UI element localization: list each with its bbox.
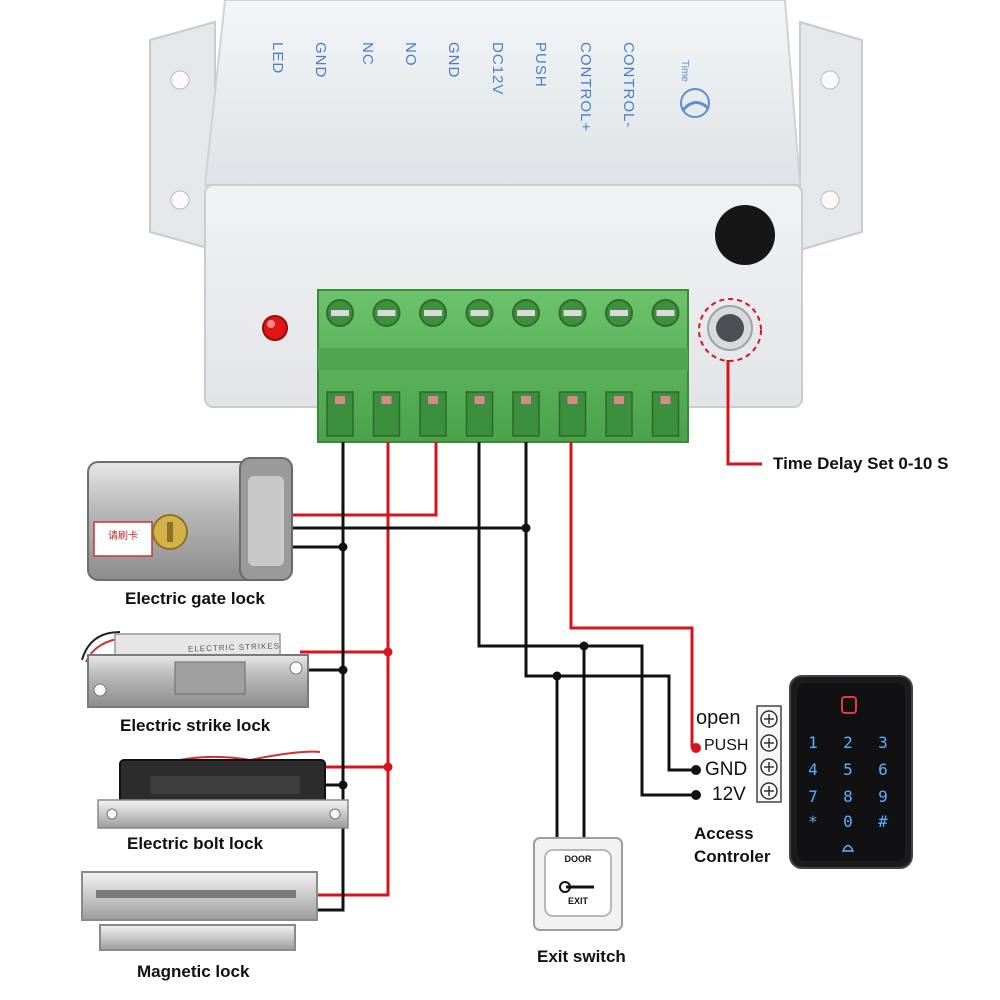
caption-bolt-lock: Electric bolt lock (127, 834, 264, 853)
exit-switch (533, 837, 623, 931)
pin-label: NC (359, 42, 376, 66)
caption-strike-lock: Electric strike lock (120, 716, 271, 735)
delay-knob-highlight (698, 298, 762, 362)
keypad-key[interactable]: * (808, 812, 818, 831)
wire-black-12v (477, 442, 696, 797)
keypad-key[interactable]: 1 (808, 733, 818, 752)
keypad-key[interactable]: # (878, 812, 888, 831)
electric-bolt-lock (97, 750, 349, 829)
brand-text: Time (679, 60, 690, 82)
electric-gate-lock (87, 457, 293, 581)
keypad-key[interactable]: 8 (843, 787, 853, 806)
brand-logo-icon (680, 88, 710, 118)
wire-red-push (569, 442, 694, 748)
keypad-key[interactable]: 0 (843, 812, 853, 831)
key-icon (559, 881, 571, 893)
electric-strike-lock (81, 631, 309, 708)
pin-label: DC12V (489, 42, 506, 96)
wire-black-common (310, 442, 345, 912)
caption-exit-switch: Exit switch (537, 947, 626, 966)
bell-icon (841, 844, 855, 852)
caption-gate-lock: Electric gate lock (125, 589, 265, 608)
cable-hole (715, 205, 775, 265)
access-keypad (789, 675, 913, 869)
junction-dots (338, 523, 701, 800)
keypad-key[interactable]: 4 (808, 760, 818, 779)
magnetic-lock (81, 871, 318, 951)
gate-lock-sticker (93, 521, 153, 557)
terminal-label-push: PUSH (704, 737, 749, 754)
caption-time-delay: Time Delay Set 0-10 S (773, 454, 949, 473)
terminal-block (317, 289, 689, 443)
pin-label: CONTROL- (620, 42, 637, 129)
delay-pointer-line (726, 360, 762, 466)
pin-label: GND (445, 42, 462, 79)
keypad-key[interactable]: 2 (843, 733, 853, 752)
terminal-label-open: open (696, 707, 741, 729)
led-indicator (262, 315, 288, 341)
terminal-label-gnd: GND (705, 759, 748, 780)
pin-label: NO (402, 42, 419, 67)
wires (290, 360, 762, 912)
mount-flange-right (799, 20, 863, 252)
wire-red-common (310, 442, 390, 897)
wire-red-gate (290, 442, 438, 517)
wire-black-gnd (524, 528, 696, 772)
keypad-key[interactable]: 6 (878, 760, 888, 779)
keypad-key[interactable]: 3 (878, 733, 888, 752)
gate-lock-sticker-text: 请刷卡 (108, 531, 138, 542)
caption-access-line2: Controler (694, 847, 771, 866)
terminal-label-12v: 12V (712, 784, 746, 805)
card-reader-icon (841, 696, 857, 714)
pin-label: PUSH (532, 42, 549, 88)
pin-label: LED (269, 42, 286, 75)
exit-switch-exit-text: EXIT (567, 896, 588, 906)
caption-magnetic-lock: Magnetic lock (137, 962, 250, 981)
access-terminal-strip (756, 705, 782, 803)
pin-label: CONTROL+ (577, 42, 594, 133)
keypad-key[interactable]: 5 (843, 760, 853, 779)
keypad-key[interactable]: 9 (878, 787, 888, 806)
keypad-key[interactable]: 7 (808, 787, 818, 806)
exit-switch-door-text: DOOR (564, 854, 592, 864)
pin-label: GND (312, 42, 329, 79)
caption-access-line1: Access (694, 824, 754, 843)
controller-lid (203, 0, 802, 186)
